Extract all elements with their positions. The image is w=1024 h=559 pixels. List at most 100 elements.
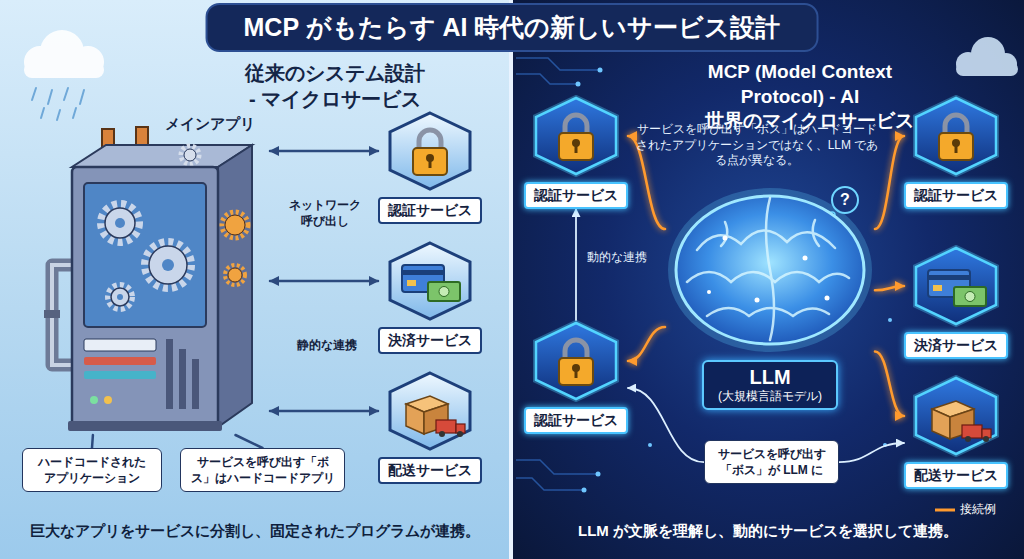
service-label: 認証サービス bbox=[378, 197, 482, 224]
legend-sample bbox=[934, 504, 956, 516]
llm-title: LLM bbox=[718, 365, 822, 389]
box-figure bbox=[406, 396, 465, 437]
circle-shape bbox=[648, 443, 652, 447]
service-node: 認証サービス bbox=[524, 95, 628, 209]
circle-shape bbox=[596, 472, 601, 477]
callout-text: サービスを呼び出す「ボス」はハードコードアプリ bbox=[188, 454, 337, 486]
rect-shape bbox=[509, 0, 513, 559]
service-label: 決済サービス bbox=[904, 332, 1008, 359]
panel-heading: 従来のシステム設計 - マイクロサービス bbox=[242, 60, 428, 112]
legend-text: 接続例 bbox=[960, 501, 996, 518]
service-node: 認証サービス bbox=[524, 320, 628, 434]
connector bbox=[839, 443, 904, 462]
caption-text: LLM が文脈を理解し、動的にサービスを選択して連携。 bbox=[512, 521, 1024, 541]
hex-l-figure bbox=[390, 373, 470, 449]
callout-text: サービスを呼び出す「ボス」が LLM に bbox=[712, 446, 831, 478]
connector bbox=[875, 136, 904, 229]
note-label: サービスを呼び出す「ボス」はハードコードされたアプリケーションではなく、LLM … bbox=[632, 122, 882, 169]
diagram-title: MCP がもたらす AI 時代の新しいサービス設計 bbox=[206, 3, 819, 52]
service-icon bbox=[386, 370, 474, 452]
g-shape bbox=[24, 30, 104, 78]
connector bbox=[91, 435, 94, 448]
connector bbox=[270, 150, 378, 153]
caption-text: 巨大なアプリをサービスに分割し、固定されたプログラムが連携。 bbox=[0, 521, 510, 541]
note-label: 動的な連携 bbox=[582, 250, 652, 266]
circle-shape bbox=[888, 318, 892, 322]
machine-label: メインアプリ bbox=[165, 115, 255, 134]
service-label: 決済サービス bbox=[378, 327, 482, 354]
g-shape bbox=[32, 88, 84, 120]
diagram-panel: MCP (Model Context Protocol) - AI 世界のマイク… bbox=[512, 0, 1024, 559]
hex-r-figure bbox=[536, 98, 616, 174]
circle-shape bbox=[576, 82, 581, 87]
connector bbox=[628, 388, 704, 462]
path-shape bbox=[516, 478, 584, 490]
service-node: 決済サービス bbox=[904, 245, 1008, 359]
rect-shape bbox=[24, 62, 104, 78]
legend-row: 接続例 bbox=[934, 501, 996, 518]
connector bbox=[628, 327, 665, 361]
service-node: 配送サービス bbox=[904, 375, 1008, 489]
circle-shape bbox=[883, 443, 887, 447]
line-shape bbox=[80, 90, 84, 104]
lock-figure bbox=[939, 115, 973, 160]
diagram-panel: 従来のシステム設計 - マイクロサービスメインアプリ認証サービス決済サービス配送… bbox=[0, 0, 510, 559]
circle-shape bbox=[598, 68, 603, 73]
service-icon bbox=[912, 375, 1000, 457]
llm-node: LLM(大規模言語モデル) bbox=[665, 180, 875, 425]
llm-subtitle: (大規模言語モデル) bbox=[718, 389, 822, 405]
rect-shape bbox=[956, 62, 1018, 76]
line-shape bbox=[57, 110, 60, 120]
line-shape bbox=[73, 108, 76, 118]
hex-r-figure bbox=[916, 378, 996, 454]
connector bbox=[270, 280, 378, 283]
connector bbox=[236, 435, 263, 448]
service-icon bbox=[532, 95, 620, 177]
line-shape bbox=[64, 88, 68, 100]
service-icon bbox=[386, 110, 474, 192]
note-label: ネットワーク 呼び出し bbox=[283, 198, 367, 229]
box-figure bbox=[932, 401, 991, 442]
service-icon bbox=[386, 240, 474, 322]
path-shape bbox=[516, 74, 578, 84]
connector bbox=[875, 352, 904, 417]
service-icon bbox=[912, 245, 1000, 327]
service-node: 配送サービス bbox=[378, 370, 482, 484]
service-label: 認証サービス bbox=[904, 182, 1008, 209]
service-label: 配送サービス bbox=[378, 457, 482, 484]
line-shape bbox=[48, 90, 52, 104]
legend-line bbox=[935, 508, 955, 511]
connector bbox=[575, 209, 577, 320]
path-shape bbox=[516, 58, 600, 70]
connector bbox=[270, 410, 378, 413]
circle-shape bbox=[582, 488, 587, 493]
service-node: 認証サービス bbox=[378, 110, 482, 224]
callout-text: ハードコードされた アプリケーション bbox=[30, 454, 154, 486]
llm-label-box: LLM(大規模言語モデル) bbox=[702, 360, 838, 410]
callout-box: サービスを呼び出す「ボス」が LLM に bbox=[704, 440, 839, 484]
line-shape bbox=[41, 108, 44, 118]
g-shape bbox=[956, 37, 1018, 76]
service-node: 決済サービス bbox=[378, 240, 482, 354]
service-icon bbox=[912, 95, 1000, 177]
service-label: 認証サービス bbox=[524, 407, 628, 434]
service-node: 認証サービス bbox=[904, 95, 1008, 209]
path-shape bbox=[516, 460, 598, 474]
note-label: 静的な連携 bbox=[285, 338, 369, 354]
lock-figure bbox=[559, 115, 593, 160]
lock-figure bbox=[413, 130, 447, 175]
callout-box: サービスを呼び出す「ボス」はハードコードアプリ bbox=[180, 448, 345, 492]
hex-r-figure bbox=[536, 323, 616, 399]
line-shape bbox=[32, 88, 36, 100]
hex-l-figure bbox=[390, 113, 470, 189]
brain-figure bbox=[672, 192, 868, 348]
hex-r-figure bbox=[916, 248, 996, 324]
service-icon bbox=[532, 320, 620, 402]
machine-illustration bbox=[40, 115, 270, 435]
machine-figure bbox=[44, 127, 252, 431]
lock-figure bbox=[559, 340, 593, 385]
question-mark: ? bbox=[835, 190, 855, 211]
hex-l-figure bbox=[390, 243, 470, 319]
connector bbox=[875, 286, 904, 290]
